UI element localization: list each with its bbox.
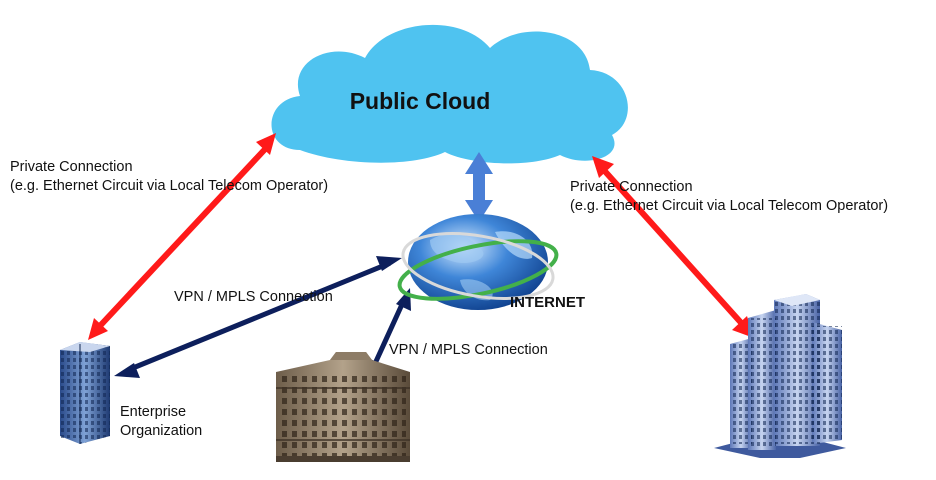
skyscraper-icon: [714, 294, 846, 458]
private-connection-left-line1: Private Connection: [10, 159, 133, 175]
globe-icon: [397, 214, 559, 310]
private-connection-right-label: Private Connection (e.g. Ethernet Circui…: [570, 178, 888, 216]
vpn-connection-left-label: VPN / MPLS Connection: [174, 289, 333, 305]
cloud-title: Public Cloud: [349, 88, 491, 114]
enterprise-label: Enterprise Organization: [120, 403, 202, 441]
vpn-connection-arrow-left: [114, 256, 402, 378]
private-connection-right-line2: (e.g. Ethernet Circuit via Local Telecom…: [570, 198, 889, 214]
cloud-internet-arrow: [465, 152, 493, 222]
enterprise-line2: Organization: [120, 423, 203, 439]
internet-label: INTERNET: [510, 294, 585, 311]
vpn-connection-middle-label: VPN / MPLS Connection: [389, 342, 548, 358]
private-connection-left-label: Private Connection (e.g. Ethernet Circui…: [10, 158, 328, 196]
enterprise-line1: Enterprise: [120, 404, 187, 420]
private-connection-left-line2: (e.g. Ethernet Circuit via Local Telecom…: [10, 178, 329, 194]
brick-building-icon: [276, 352, 410, 462]
private-connection-arrow-left: [88, 133, 276, 340]
cloud-icon: [271, 24, 628, 164]
private-connection-right-line1: Private Connection: [570, 179, 693, 195]
office-tower-icon: [60, 342, 110, 444]
